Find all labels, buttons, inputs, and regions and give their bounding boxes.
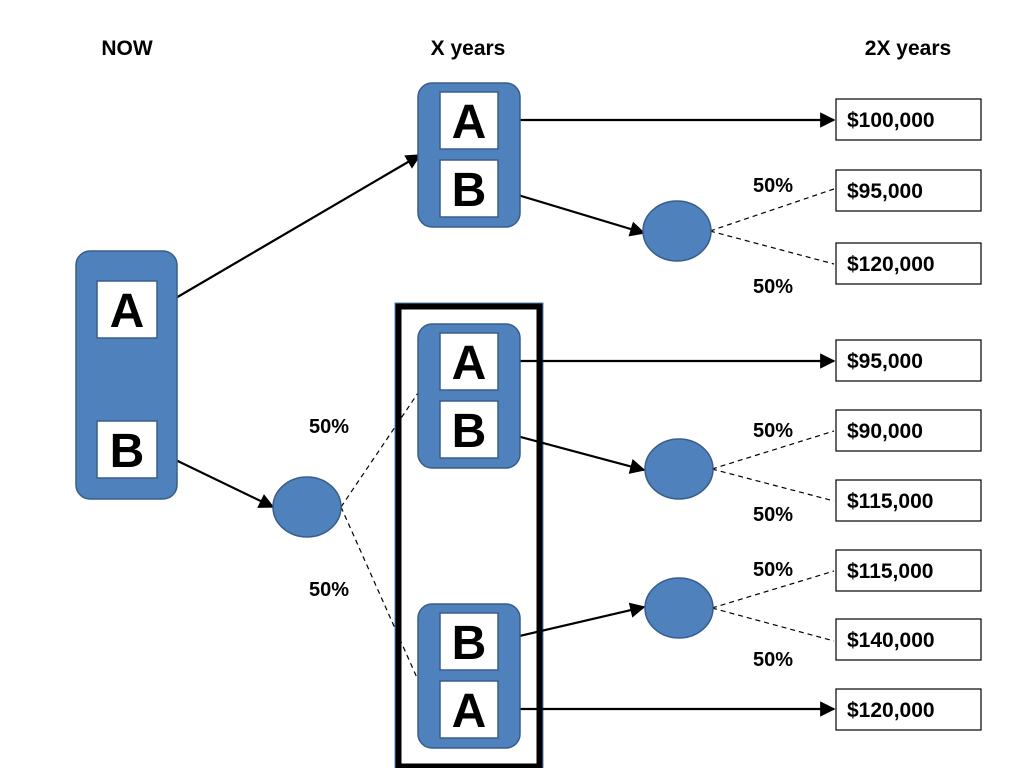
prob-now-chance-down: 50%: [309, 579, 349, 601]
dashed-low-up: [711, 570, 835, 609]
lower-top-option-b-label: B: [452, 405, 487, 458]
arrow-upper-b-to-chance: [497, 187, 646, 237]
outcome-box-upper-b-1: [835, 169, 982, 212]
prob-upper-down: 50%: [753, 276, 793, 298]
highlight-frame-outline: [394, 302, 544, 768]
dashed-now-chance-up: [340, 392, 419, 508]
now-option-b-label: B: [110, 425, 145, 478]
outcome-box-upper-b-2: [835, 242, 982, 285]
header-2x-years: 2X years: [865, 37, 951, 60]
dashed-upper-up: [709, 188, 835, 232]
prob-upper-up: 50%: [753, 175, 793, 197]
prob-low-up: 50%: [753, 559, 793, 581]
lower-top-option-a-box: [439, 332, 499, 391]
outcome-upper-a: $100,000: [847, 109, 935, 132]
outcome-box-upper-a: [835, 98, 982, 141]
outcome-box-lower-b-1: [835, 409, 982, 452]
upper-option-b-label: B: [452, 164, 487, 217]
dashed-low-down: [711, 607, 835, 642]
outcome-lower-b2-2: $140,000: [847, 629, 935, 652]
prob-now-chance-up: 50%: [309, 416, 349, 438]
highlight-frame: [394, 302, 544, 768]
header-now: NOW: [101, 37, 153, 60]
arrow-lower-b-to-chance: [497, 429, 646, 474]
outcome-lower-a-top: $95,000: [847, 350, 923, 373]
chance-node-upper-b: [642, 200, 712, 262]
upper-option-a-label: A: [452, 96, 487, 149]
outcome-lower-b-1: $90,000: [847, 420, 923, 443]
dashed-mid-down: [711, 468, 835, 502]
outcome-box-lower-b-2: [835, 479, 982, 522]
outcome-box-lower-a-bottom: [835, 688, 982, 731]
outcome-box-lower-b2-2: [835, 618, 982, 661]
connector-lines: [156, 112, 836, 717]
prob-low-down: 50%: [753, 649, 793, 671]
outcome-upper-b-2: $120,000: [847, 253, 935, 276]
lower-bottom-option-b-label: B: [452, 617, 487, 670]
outcome-box-lower-a-top: [835, 339, 982, 382]
lower-bottom-option-a-box: [439, 680, 499, 739]
now-option-a-label: A: [110, 285, 145, 338]
chance-node-now-b: [272, 476, 342, 538]
now-option-b-box: [96, 420, 158, 479]
lower-top-option-b-box: [439, 400, 499, 459]
arrow-now-a-to-upper: [156, 154, 422, 310]
chance-node-lower-b: [644, 438, 714, 500]
arrow-bottom-b-to-chance: [497, 602, 646, 643]
upper-option-a-box: [439, 91, 499, 150]
upper-option-b-box: [439, 159, 499, 218]
outcome-upper-b-1: $95,000: [847, 180, 923, 203]
chance-node-bottom-b: [644, 577, 714, 639]
lower-top-option-a-label: A: [452, 337, 487, 390]
outcome-lower-b2-1: $115,000: [847, 560, 933, 583]
dashed-now-chance-down: [340, 506, 419, 681]
lower-bottom-option-b-box: [439, 612, 499, 671]
outcome-lower-a-bottom: $120,000: [847, 699, 935, 722]
outcome-box-lower-b2-1: [835, 549, 982, 592]
dashed-mid-up: [711, 430, 835, 470]
header-x-years: X years: [431, 37, 506, 60]
outcome-lower-b-2: $115,000: [847, 490, 933, 513]
dashed-upper-down: [709, 230, 835, 265]
lower-bottom-option-a-label: A: [452, 685, 487, 738]
prob-mid-down: 50%: [753, 504, 793, 526]
prob-mid-up: 50%: [753, 420, 793, 442]
now-option-a-box: [96, 280, 158, 339]
